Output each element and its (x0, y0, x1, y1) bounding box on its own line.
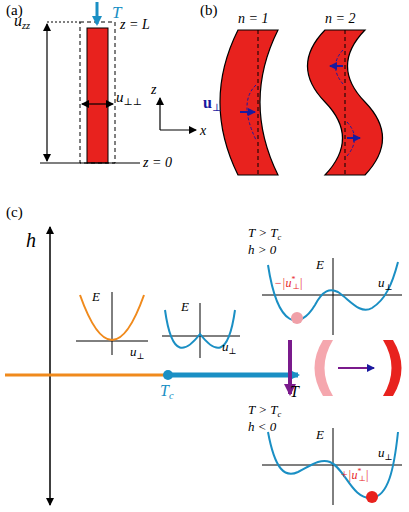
critical-point-label-text: T (160, 382, 169, 399)
axis-label-text: u (378, 445, 385, 460)
axis-label: E (92, 290, 100, 303)
axis-label-text: u (378, 275, 385, 290)
minimum-label: +|u*⊥| (340, 468, 368, 483)
condition-label: T > Tc (248, 403, 281, 418)
coordinate-label: z = L (120, 18, 150, 32)
axis-label: E (181, 300, 189, 313)
displacement-label: u⊥ (203, 95, 222, 114)
strain-label: u⊥⊥ (116, 90, 142, 107)
mode-label-text: n = 1 (238, 11, 268, 26)
minimum-label-text: | (300, 276, 302, 290)
strain-label-text: ⊥⊥ (124, 96, 142, 107)
condition-label-text: T > T (248, 402, 278, 417)
minimum-label-text: −|u (274, 276, 291, 290)
panel-letter: (b) (200, 3, 218, 18)
condition-label: h < 0 (248, 420, 276, 433)
axis-label: u⊥ (130, 345, 144, 360)
critical-point-label-text: c (169, 390, 174, 401)
minimum-label-text: ⊥ (293, 282, 300, 291)
mode-label: n = 2 (325, 12, 355, 26)
condition-label-text: h < 0 (248, 419, 276, 434)
mode-label: n = 1 (238, 12, 268, 26)
critical-point-label: Tc (160, 383, 174, 402)
axis-label-text: u (222, 339, 229, 354)
condition-label-text: T > T (248, 225, 278, 240)
strain-label-text: u (116, 89, 124, 105)
displacement-label-text: u (203, 94, 212, 111)
condition-label: h > 0 (248, 243, 276, 256)
minimum-label: −|u*⊥| (274, 276, 302, 291)
coordinate-label-text: z = 0 (143, 155, 172, 170)
panel-letter-text: (b) (200, 2, 218, 18)
mode-label-text: n = 2 (325, 11, 355, 26)
axis-label-text: ⊥ (385, 282, 393, 292)
axis-label: x (200, 124, 206, 138)
coordinate-label-text: z = L (120, 17, 150, 32)
axis-label-text: T (290, 383, 299, 400)
displacement-label-text: ⊥ (212, 102, 222, 113)
axis-label: u⊥ (378, 276, 392, 291)
axis-label-text: ⊥ (137, 351, 145, 361)
axis-label-text: z (151, 82, 156, 97)
axis-label: u⊥ (222, 340, 236, 355)
condition-label: T > Tc (248, 226, 281, 241)
axis-label-text: ⊥ (229, 346, 237, 356)
axis-label-text: u (130, 344, 137, 359)
axis-label-text: x (200, 123, 206, 138)
condition-label-text: c (278, 409, 282, 419)
axis-label: z (151, 83, 156, 97)
minimum-label-text: +|u (340, 468, 357, 482)
axis-label: E (316, 428, 324, 441)
axis-label: u⊥ (378, 446, 392, 461)
axis-label-text: ⊥ (385, 452, 393, 462)
strain-label-text: zz (22, 20, 30, 31)
strain-label-text: u (14, 12, 22, 29)
axis-label-text: E (316, 257, 324, 272)
axis-label-text: E (316, 427, 324, 442)
coordinate-label: z = 0 (143, 156, 172, 170)
axis-label-text: h (26, 229, 36, 251)
axis-label: h (26, 230, 36, 250)
condition-label-text: c (278, 232, 282, 242)
axis-label-text: E (92, 289, 100, 304)
panel-letter: (c) (6, 205, 23, 220)
axis-label-text: E (181, 299, 189, 314)
axis-label: T (290, 384, 299, 400)
panel-letter-text: (c) (6, 204, 23, 220)
minimum-label-text: ⊥ (359, 474, 366, 483)
axis-label: E (316, 258, 324, 271)
strain-label: uzz (14, 13, 30, 32)
condition-label-text: h > 0 (248, 242, 276, 257)
minimum-label-text: | (366, 468, 368, 482)
